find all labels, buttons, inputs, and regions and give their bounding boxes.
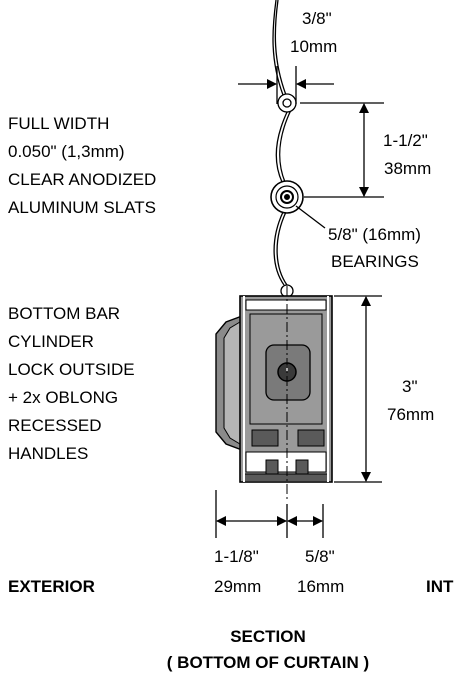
slats-label-3: CLEAR ANODIZED (8, 170, 156, 189)
slat-hinge (277, 93, 297, 113)
bottom-bar-label-3: LOCK OUTSIDE (8, 360, 135, 379)
bottom-bar-label-6: HANDLES (8, 444, 88, 463)
top-width-mm: 10mm (290, 37, 337, 56)
ext-width-mm: 29mm (214, 577, 261, 596)
bearing-icon (270, 180, 304, 214)
dim-bottom-widths (215, 490, 324, 538)
interior-label: INT (426, 577, 454, 596)
pitch-mm: 38mm (384, 159, 431, 178)
section-title: SECTION (230, 627, 306, 646)
dim-bar-height (334, 295, 382, 483)
section-subtitle: ( BOTTOM OF CURTAIN ) (167, 653, 369, 672)
bar-height-in: 3" (402, 377, 418, 396)
bearing-leader (295, 205, 326, 229)
bottom-bar-label-5: RECESSED (8, 416, 102, 435)
bearings-label: BEARINGS (331, 252, 419, 271)
dim-top-width (238, 66, 334, 104)
bottom-bar-label-4: + 2x OBLONG (8, 388, 118, 407)
slat-curtain (272, 0, 292, 286)
bearings-size: 5/8" (16mm) (328, 225, 421, 244)
bar-height-mm: 76mm (387, 405, 434, 424)
bottom-bar-label-2: CYLINDER (8, 332, 94, 351)
ext-width-in: 1-1/8" (214, 547, 259, 566)
slats-label-1: FULL WIDTH (8, 114, 109, 133)
bottom-bar (215, 286, 333, 500)
slats-label-4: ALUMINUM SLATS (8, 198, 156, 217)
dim-pitch (300, 102, 384, 198)
int-width-in: 5/8" (305, 547, 335, 566)
int-width-mm: 16mm (297, 577, 344, 596)
exterior-label: EXTERIOR (8, 577, 95, 596)
pitch-in: 1-1/2" (383, 131, 428, 150)
slats-label-2: 0.050" (1,3mm) (8, 142, 125, 161)
bottom-bar-label-1: BOTTOM BAR (8, 304, 120, 323)
top-width-in: 3/8" (302, 9, 332, 28)
